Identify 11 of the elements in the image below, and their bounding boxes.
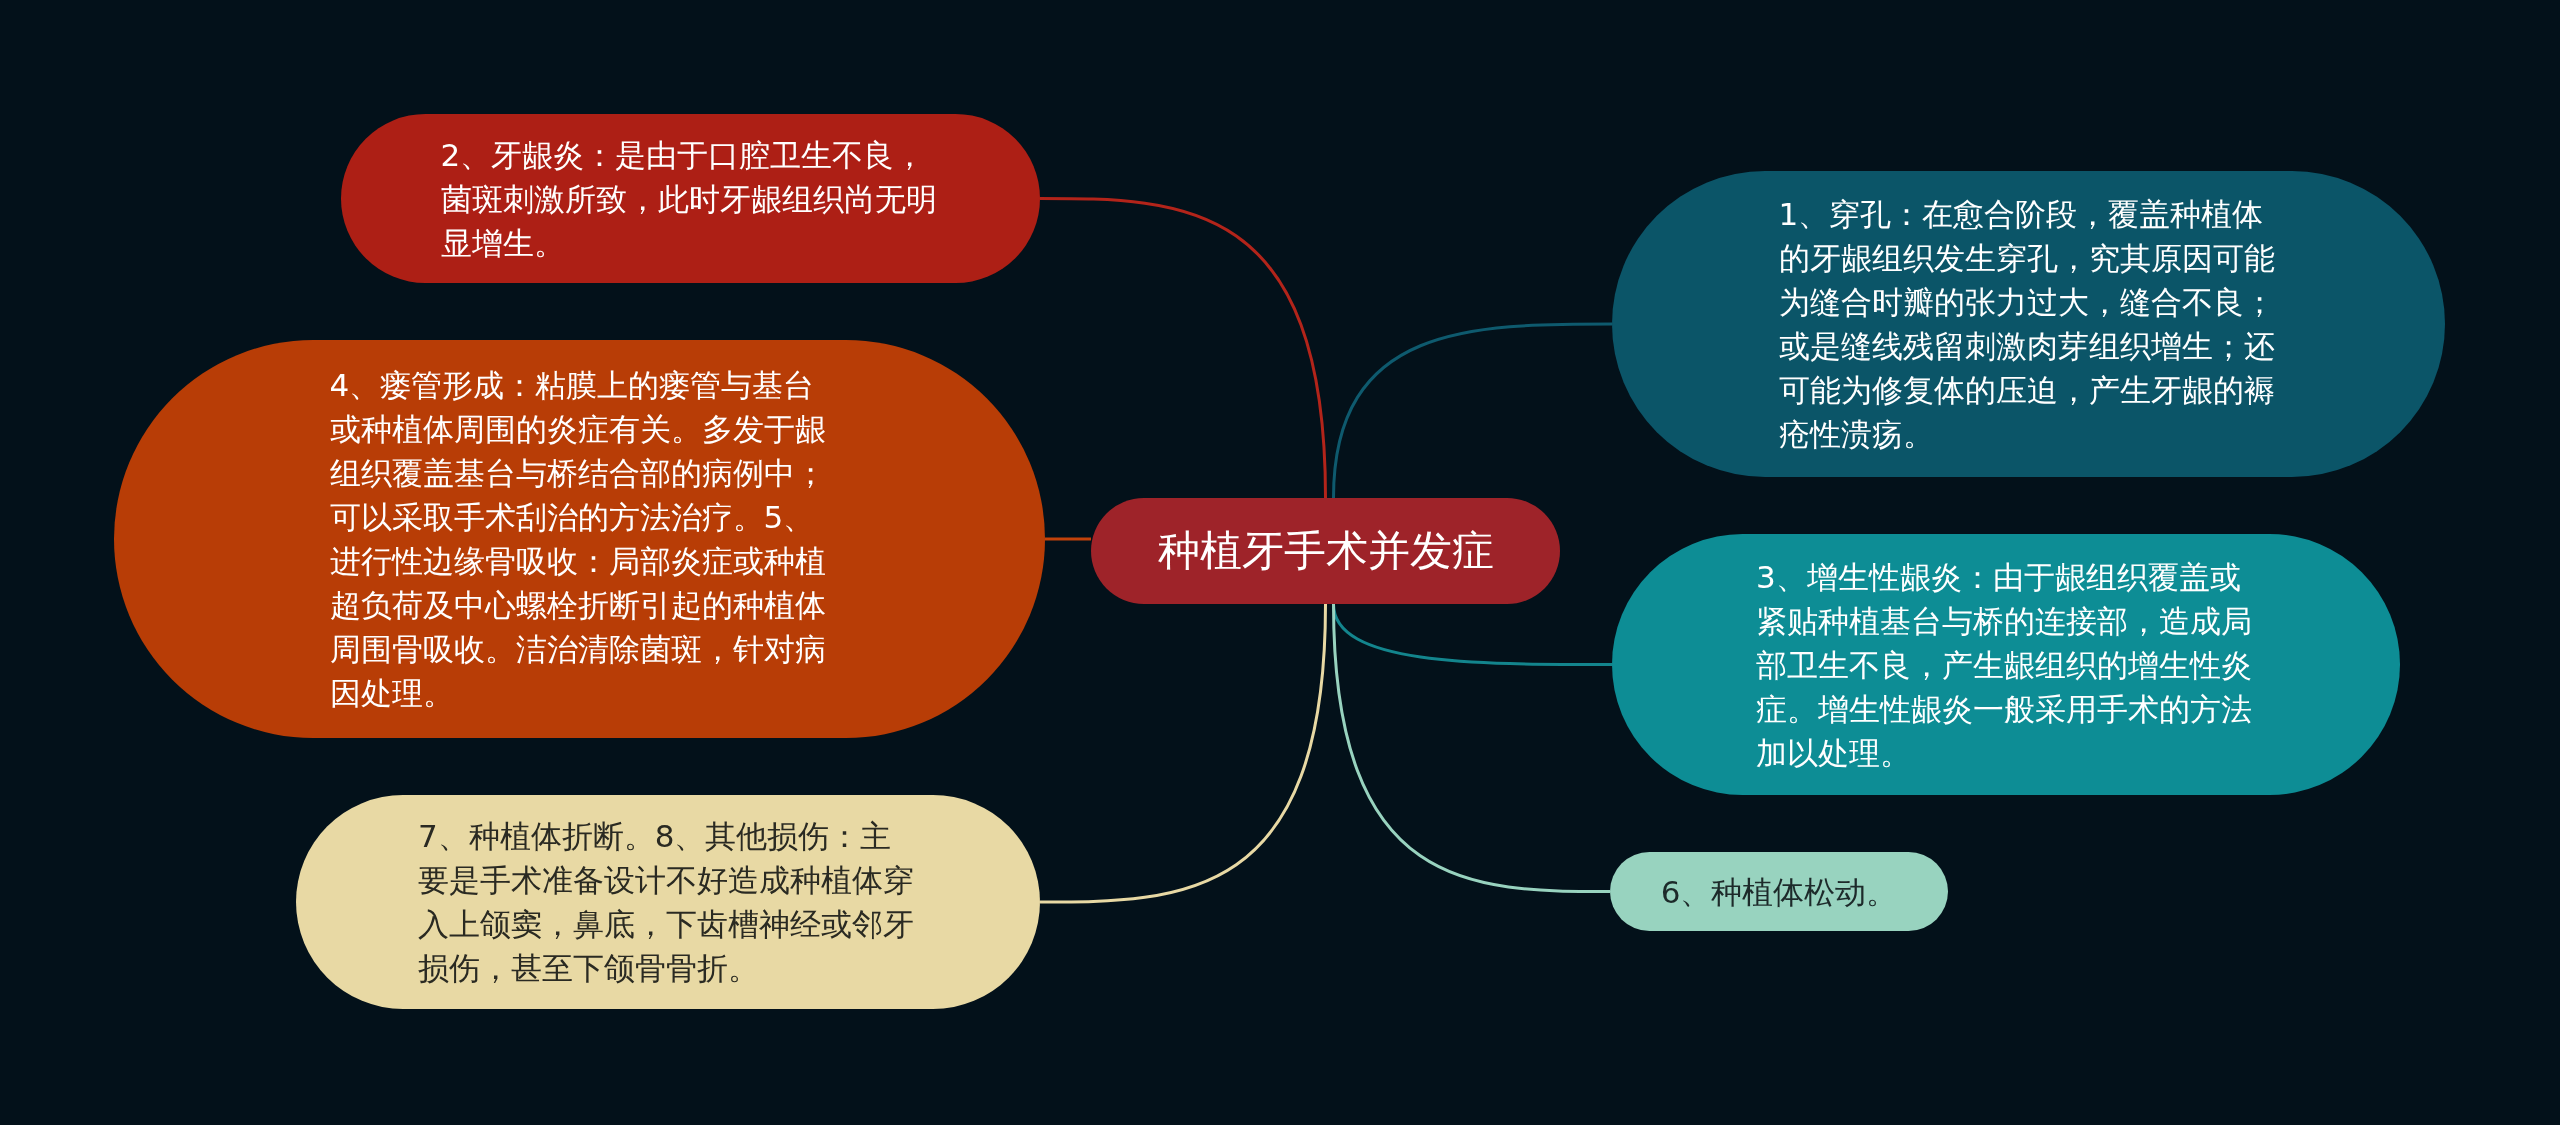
topic-text: 2、牙龈炎：是由于口腔卫生不良，菌斑刺激所致，此时牙龈组织尚无明显增生。 (440, 135, 938, 263)
connector-line (1332, 322, 1612, 499)
topic-text: 1、穿孔：在愈合阶段，覆盖种植体的牙龈组织发生穿孔，究其原因可能为缝合时瓣的张力过大，缝合不良；或是缝线残留刺激肉芽组织增生；还可能为修复体的压迫，产生牙龈的褥疮性溃疡。 (1778, 195, 2276, 454)
topic-text: 4、瘘管形成：粘膜上的瘘管与基台或种植体周围的炎症有关。多发于龈组织覆盖基台与桥结合部的病例中；可以采取手术刮治的方法治疗。5、进行性边缘骨吸收：局部炎症或种植超负荷及中心螺栓折断引起的种植体周围骨吸收。洁治清除菌斑，针对病因处理。 (329, 366, 827, 713)
topic-text: 7、种植体折断。8、其他损伤：主要是手术准备设计不好造成种植体穿入上颌窦，鼻底，下齿槽神经或邻牙损伤，甚至下颌骨骨折。 (418, 817, 915, 988)
connector-line (1040, 197, 1327, 499)
connector-line (1040, 603, 1327, 904)
topic-text: 种植牙手术并发症 (1157, 525, 1494, 577)
topic-text: 6、种植体松动。 (1660, 872, 1898, 912)
connector-line (1045, 537, 1091, 541)
topic-text: 3、增生性龈炎：由于龈组织覆盖或紧贴种植基台与桥的连接部，造成局部卫生不良，产生龈组织的增生性炎症。增生性龈炎一般采用手术的方法加以处理。 (1756, 557, 2253, 773)
